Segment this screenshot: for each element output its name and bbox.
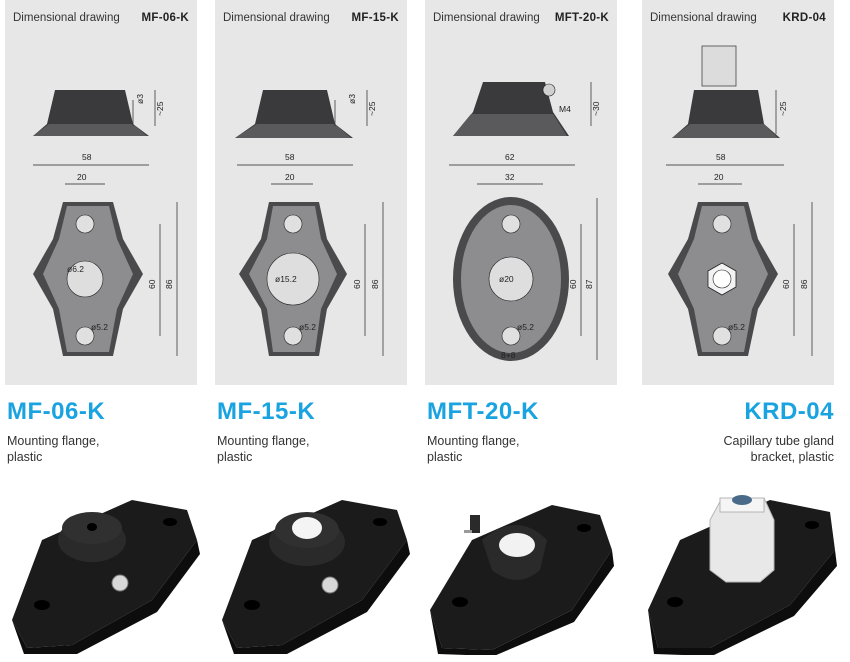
drawing-panel-krd04: Dimensional drawing KRD-04 ~25 58 20 ø5.…	[642, 0, 834, 385]
drawing-label: Dimensional drawing	[13, 12, 120, 24]
drawing-label: Dimensional drawing	[650, 12, 757, 24]
product-desc-mf06k: Mounting flange, plastic	[7, 433, 99, 465]
dim-center-hole: ø15.2	[275, 274, 297, 284]
panel-header: Dimensional drawing MFT-20-K	[433, 12, 609, 28]
desc-line: Mounting flange,	[217, 434, 310, 448]
product-title-mf15k: MF-15-K	[217, 398, 316, 425]
dim-total-height: 86	[370, 279, 380, 289]
panel-header: Dimensional drawing KRD-04	[650, 12, 826, 28]
desc-line: Mounting flange,	[427, 434, 520, 448]
dim-width: 58	[82, 152, 92, 162]
part-mark: 8+8	[501, 350, 516, 360]
drawing-panel-mft20k: Dimensional drawing MFT-20-K M4 ~30 62 3…	[425, 0, 617, 385]
panel-header: Dimensional drawing MF-15-K	[223, 12, 399, 28]
dim-mount-hole: ø5.2	[517, 322, 534, 332]
dim-total-height: 86	[799, 279, 809, 289]
desc-line: Capillary tube gland	[723, 434, 835, 448]
dim-center-hole: ø20	[499, 274, 514, 284]
drawing-model-code: MF-15-K	[351, 12, 399, 24]
dim-mount-hole: ø5.2	[91, 322, 108, 332]
dim-screw: M4	[559, 104, 571, 114]
product-desc-mft20k: Mounting flange, plastic	[427, 433, 519, 465]
dim-inner: 32	[505, 172, 515, 182]
product-title-mft20k: MFT-20-K	[427, 398, 539, 425]
dim-mount-hole: ø5.2	[299, 322, 316, 332]
product-desc-mf15k: Mounting flange, plastic	[217, 433, 309, 465]
dim-top-d: ø3	[347, 94, 357, 104]
dimensional-drawing-krd04: ~25 58 20 ø5.2 60 86	[666, 45, 813, 356]
product-title-mf06k: MF-06-K	[7, 398, 106, 425]
dim-hole-spacing: 60	[147, 279, 157, 289]
product-photo-mft20k	[430, 505, 614, 655]
dim-top-d: ø3	[135, 94, 145, 104]
product-title-krd04: KRD-04	[744, 398, 834, 425]
dim-hole-spacing: 60	[352, 279, 362, 289]
dim-hole-spacing: 60	[568, 279, 578, 289]
dim-inner: 20	[77, 172, 87, 182]
desc-line: bracket, plastic	[750, 450, 834, 464]
drawing-label: Dimensional drawing	[433, 12, 540, 24]
drawing-panel-mf06k: Dimensional drawing MF-06-K ø3 ~25 58 20…	[5, 0, 197, 385]
drawing-model-code: KRD-04	[782, 12, 826, 24]
drawing-model-code: MF-06-K	[141, 12, 189, 24]
dim-top-height: ~30	[591, 101, 601, 116]
desc-line: plastic	[7, 450, 43, 464]
drawing-label: Dimensional drawing	[223, 12, 330, 24]
dim-top-height: ~25	[367, 101, 377, 116]
dim-mount-hole: ø5.2	[728, 322, 745, 332]
dim-total-height: 87	[584, 279, 594, 289]
dim-total-height: 86	[164, 279, 174, 289]
product-desc-krd04: Capillary tube gland bracket, plastic	[724, 433, 835, 465]
desc-line: plastic	[427, 450, 463, 464]
dimensional-drawing-mft20k: M4 ~30 62 32 ø20 ø5.2 8+8 60 87	[449, 82, 601, 361]
cable-gland	[701, 45, 737, 87]
panel-header: Dimensional drawing MF-06-K	[13, 12, 189, 28]
dim-width: 62	[505, 152, 515, 162]
dimensional-drawing-mf15k: ø3 ~25 58 20 ø15.2 ø5.2 60 86	[235, 90, 384, 356]
desc-line: Mounting flange,	[7, 434, 100, 448]
drawing-model-code: MFT-20-K	[554, 12, 609, 24]
product-photo-mf06k	[12, 500, 200, 654]
dimensional-drawing-mf06k: ø3 ~25 58 20 ø6.2 ø5.2 60 86	[33, 90, 178, 356]
dim-width: 58	[716, 152, 726, 162]
dim-center-hole: ø6.2	[67, 264, 84, 274]
dim-inner: 20	[285, 172, 295, 182]
desc-line: plastic	[217, 450, 253, 464]
dim-hole-spacing: 60	[781, 279, 791, 289]
product-photo-krd04	[648, 495, 837, 655]
dim-inner: 20	[714, 172, 724, 182]
drawing-panel-mf15k: Dimensional drawing MF-15-K ø3 ~25 58 20…	[215, 0, 407, 385]
dim-top-height: ~25	[155, 101, 165, 116]
product-photo-mf15k	[222, 500, 410, 654]
dim-width: 58	[285, 152, 295, 162]
dim-top-height: ~25	[778, 101, 788, 116]
